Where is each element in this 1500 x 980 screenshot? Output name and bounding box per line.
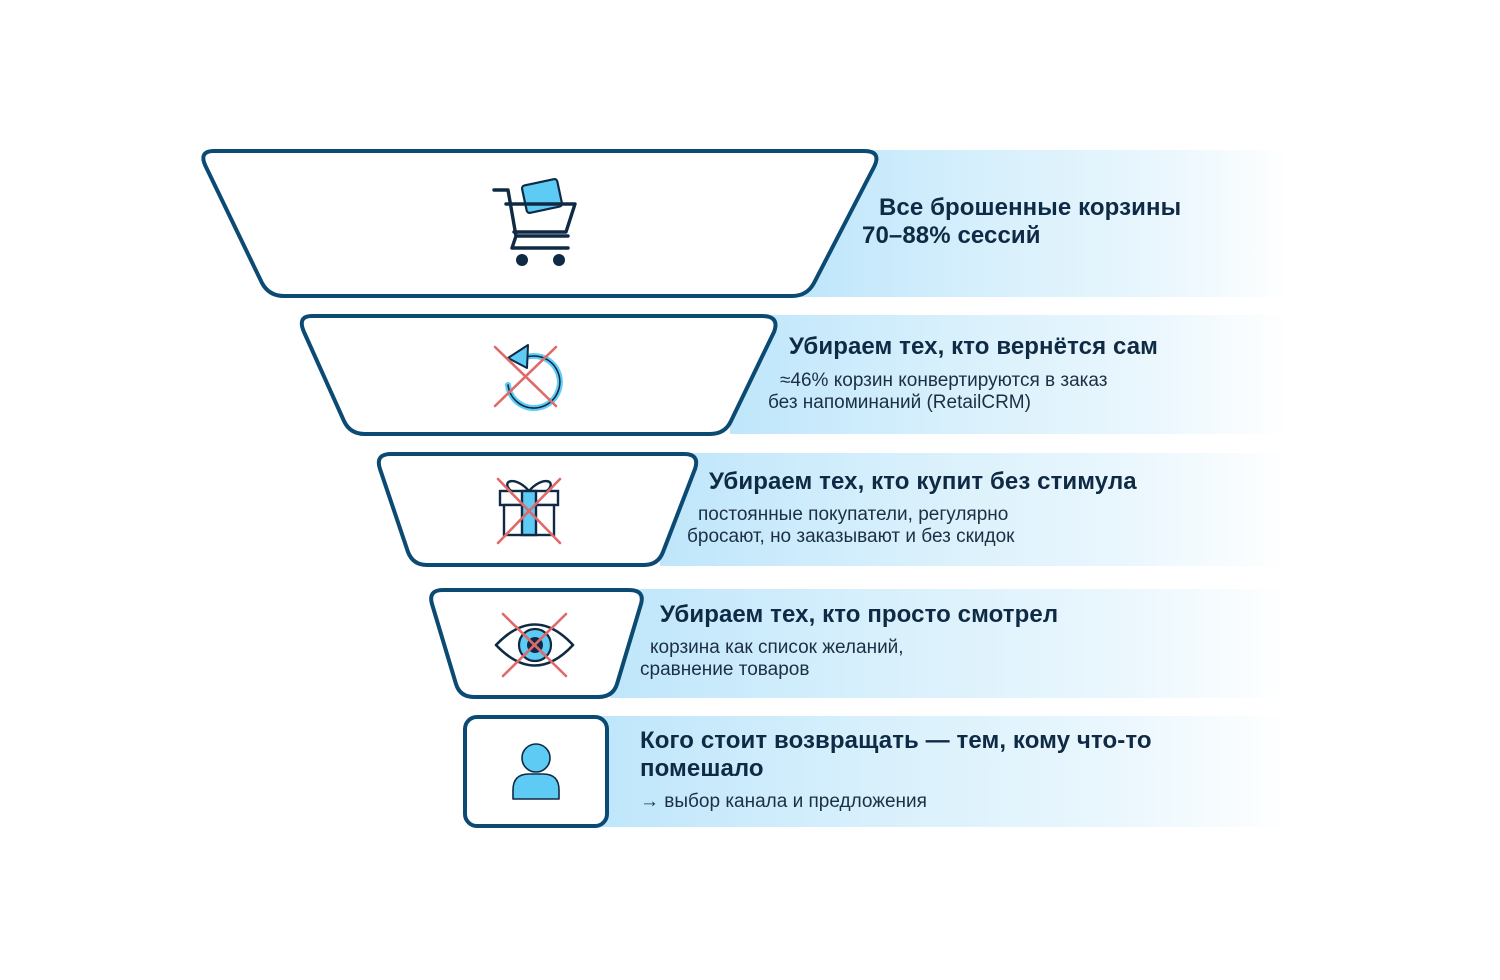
funnel-stage-1 <box>201 149 879 298</box>
stage-2-desc-line-1: ≈46% корзин конвертируются в заказ <box>780 370 1108 391</box>
crossed-refresh-icon <box>493 344 563 412</box>
stage-4-title: Убираем тех, кто просто смотрел <box>660 601 1059 628</box>
stage-2-band <box>730 315 1290 434</box>
stage-1-text: Все брошенные корзины 70–88% сессий <box>862 194 1181 250</box>
stage-2-title: Убираем тех, кто вернётся сам <box>789 333 1159 360</box>
stage-5-desc: → выбор канала и предложения <box>640 791 1152 813</box>
stage-3-desc: постоянные покупатели, регулярно бросают… <box>687 504 1137 548</box>
stage-5-desc-line-1: → выбор канала и предложения <box>640 791 927 812</box>
stage-1-title-line-1: Все брошенные корзины <box>879 194 1182 221</box>
stage-5-title: Кого стоит возвращать — тем, кому что-то… <box>640 727 1152 783</box>
stage-4-band <box>610 589 1290 698</box>
stage-4-text: Убираем тех, кто просто смотрел корзина … <box>640 601 1058 681</box>
stage-5-title-line-2: помешало <box>640 755 764 782</box>
stage-3-text: Убираем тех, кто купит без стимула посто… <box>687 468 1137 548</box>
stage-4-desc-line-1: корзина как список желаний, <box>650 637 904 658</box>
stage-3-desc-line-2: бросают, но заказывают и без скидок <box>687 526 1015 547</box>
stage-1-band <box>800 150 1290 297</box>
stage-1-title-line-2: 70–88% сессий <box>862 222 1041 249</box>
stage-5-title-line-1: Кого стоит возвращать — тем, кому что-то <box>640 727 1152 754</box>
shopping-cart-icon <box>492 178 577 266</box>
funnel-stage-2 <box>299 314 778 436</box>
stage-3-desc-line-1: постоянные покупатели, регулярно <box>698 504 1009 525</box>
person-icon <box>512 743 560 800</box>
stage-4-desc: корзина как список желаний, сравнение то… <box>640 637 1058 681</box>
stage-2-desc-line-2: без напоминаний (RetailCRM) <box>768 392 1031 413</box>
stage-5-text: Кого стоит возвращать — тем, кому что-то… <box>640 727 1152 813</box>
stage-3-title: Убираем тех, кто купит без стимула <box>709 468 1137 495</box>
stage-1-title: Все брошенные корзины 70–88% сессий <box>862 194 1181 250</box>
stage-4-desc-line-2: сравнение товаров <box>640 659 810 680</box>
crossed-eye-icon <box>494 612 575 678</box>
stage-3-band <box>660 453 1290 566</box>
stage-2-text: Убираем тех, кто вернётся сам ≈46% корзи… <box>768 333 1158 414</box>
stage-5-band <box>600 716 1290 827</box>
stage-2-desc: ≈46% корзин конвертируются в заказ без н… <box>768 370 1158 414</box>
crossed-gift-icon <box>496 477 562 545</box>
